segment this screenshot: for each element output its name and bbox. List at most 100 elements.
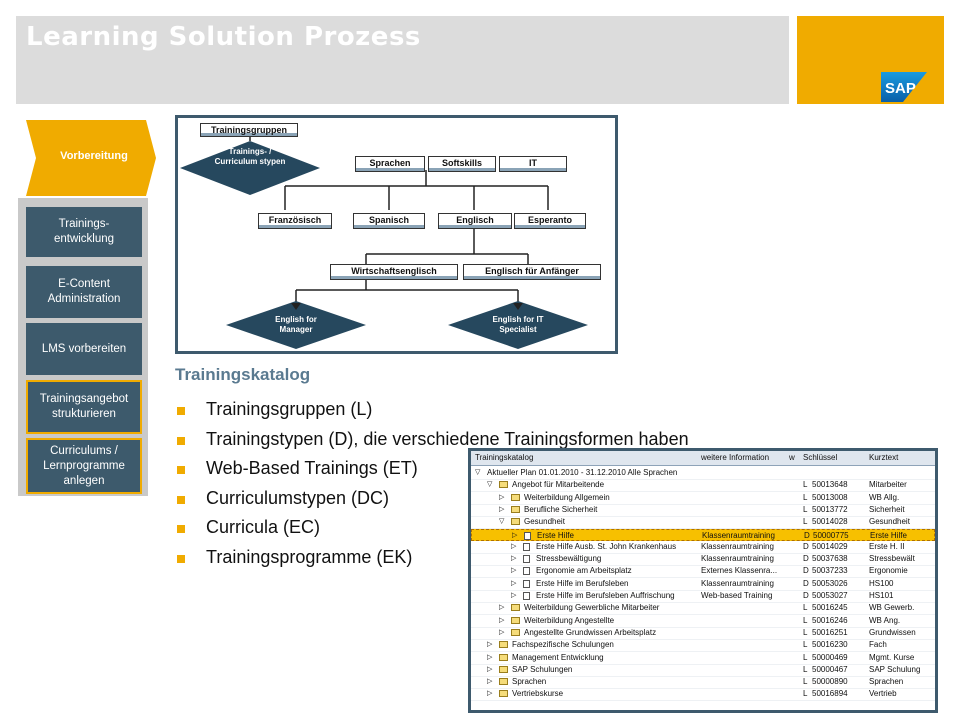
expand-right-icon[interactable]: ▷ (511, 579, 517, 587)
expand-right-icon[interactable]: ▷ (499, 505, 505, 513)
node-sprachen: Sprachen (355, 156, 425, 172)
catalog-item-short: SAP Schulung (869, 664, 921, 674)
bullet-item: Trainingstypen (D), die verschiedene Tra… (177, 425, 689, 455)
expand-right-icon[interactable]: ▷ (511, 567, 517, 575)
nav-item-trainingsangebot[interactable]: Trainingsangebot strukturieren (26, 380, 142, 434)
catalog-item-key: 50016251 (812, 627, 848, 637)
folder-icon (499, 690, 508, 698)
catalog-item-name: Erste Hilfe (537, 530, 574, 540)
column-header-w[interactable]: w (789, 453, 795, 462)
catalog-item-type: L (803, 615, 808, 625)
stage-arrow (26, 120, 156, 196)
nav-item-trainings-entwicklung[interactable]: Trainings- entwicklung (26, 207, 142, 257)
bullet-item: Curriculumstypen (DC) (177, 484, 689, 514)
catalog-row[interactable]: ▷Erste Hilfe im Berufsleben Auffrischung… (471, 590, 935, 603)
folder-icon (499, 653, 508, 661)
catalog-item-info: Externes Klassenra... (701, 566, 778, 576)
catalog-item-key: 50053027 (812, 591, 848, 600)
column-header-short[interactable]: Kurztext (869, 453, 899, 462)
expand-down-icon[interactable]: ▽ (487, 481, 493, 489)
column-header-key[interactable]: Schlüssel (803, 453, 838, 462)
expand-right-icon[interactable]: ▷ (499, 628, 505, 636)
node-franzoesisch: Französisch (258, 213, 332, 229)
catalog-item-key: 50053026 (812, 578, 848, 588)
folder-icon (511, 505, 520, 513)
catalog-item-type: D (804, 530, 810, 540)
catalog-item-key: 50016245 (812, 603, 848, 613)
catalog-item-key: 50000467 (812, 664, 848, 674)
nav-item-e-content[interactable]: E-Content Administration (26, 266, 142, 318)
nav-item-curriculums[interactable]: Curriculums / Lernprogramme anlegen (26, 438, 142, 494)
expand-right-icon[interactable]: ▷ (511, 555, 517, 563)
catalog-item-short: Erste Hilfe (870, 530, 907, 540)
catalog-item-type: L (803, 652, 808, 662)
catalog-item-key: 50037638 (812, 554, 848, 564)
catalog-item-type: L (803, 664, 808, 674)
column-header-catalog[interactable]: Trainingskatalog (475, 453, 534, 462)
expand-right-icon[interactable]: ▷ (499, 604, 505, 612)
bullet-item: Trainingsprogramme (EK) (177, 543, 689, 573)
expand-right-icon[interactable]: ▷ (512, 531, 518, 539)
page-title: Learning Solution Prozess (26, 22, 421, 52)
catalog-item-short: Mitarbeiter (869, 480, 907, 490)
catalog-item-type: D (803, 554, 809, 564)
catalog-item-type: L (803, 627, 808, 637)
nav-item-lms[interactable]: LMS vorbereiten (26, 323, 142, 375)
folder-icon (499, 641, 508, 649)
nav-item-label: LMS vorbereiten (41, 342, 127, 355)
catalog-item-name: Angebot für Mitarbeitende (512, 480, 605, 490)
expand-right-icon[interactable]: ▷ (499, 493, 505, 501)
node-softskills: Softskills (428, 156, 496, 172)
node-englisch: Englisch (438, 213, 512, 229)
catalog-item-short: Stressbewält (869, 554, 915, 564)
catalog-item-short: HS100 (869, 578, 894, 588)
column-header-info[interactable]: weitere Information (701, 453, 770, 462)
catalog-item-info: Klassenraumtraining (701, 541, 774, 551)
expand-down-icon[interactable]: ▽ (475, 469, 481, 476)
catalog-item-key: 50013008 (812, 492, 848, 502)
document-icon (524, 531, 531, 540)
folder-icon (499, 481, 508, 489)
expand-right-icon[interactable]: ▷ (487, 653, 493, 661)
catalog-item-type: D (803, 566, 809, 576)
catalog-item-short: WB Gewerb. (869, 603, 915, 613)
title-bar: Learning Solution Prozess (16, 16, 789, 104)
catalog-item-name: Weiterbildung Allgemein (524, 492, 610, 502)
expand-right-icon[interactable]: ▷ (499, 616, 505, 624)
catalog-row[interactable]: ▽Aktueller Plan 01.01.2010 - 31.12.2010 … (471, 467, 935, 480)
expand-right-icon[interactable]: ▷ (511, 592, 517, 599)
stage-label: Vorbereitung (60, 150, 128, 162)
catalog-item-short: WB Ang. (869, 615, 901, 625)
expand-right-icon[interactable]: ▷ (487, 690, 493, 698)
catalog-item-info: Web-based Training (701, 591, 773, 600)
expand-right-icon[interactable]: ▷ (487, 678, 493, 686)
section-heading: Trainingskatalog (175, 365, 311, 384)
expand-right-icon[interactable]: ▷ (487, 665, 493, 673)
catalog-item-key: 50000469 (812, 652, 848, 662)
expand-right-icon[interactable]: ▷ (487, 641, 493, 649)
catalog-item-type: L (803, 504, 808, 514)
catalog-item-name: Erste Hilfe im Berufsleben (536, 578, 629, 588)
expand-down-icon[interactable]: ▽ (499, 518, 505, 526)
catalog-item-key: 50013648 (812, 480, 848, 490)
expand-right-icon[interactable]: ▷ (511, 542, 517, 550)
folder-icon (499, 678, 508, 686)
node-wirtschaftsenglisch: Wirtschaftsenglisch (330, 264, 458, 280)
